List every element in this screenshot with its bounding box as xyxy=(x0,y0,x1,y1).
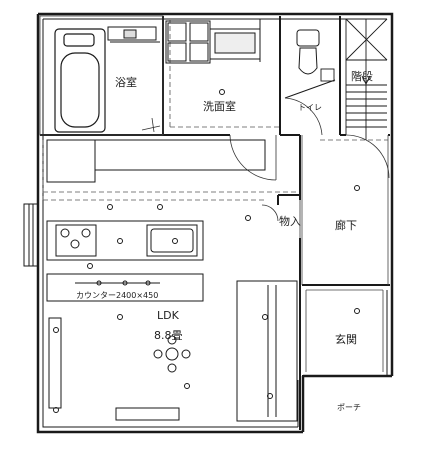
porch-label: ポーチ xyxy=(337,403,361,412)
left-window xyxy=(23,203,39,267)
doors xyxy=(141,97,390,238)
ceiling-lights xyxy=(53,89,360,413)
washroom-label: 洗面室 xyxy=(203,99,236,113)
stairs-label: 階段 xyxy=(351,69,373,83)
thin-lines xyxy=(39,15,389,372)
dashed-lines xyxy=(42,20,388,201)
ldk-label: LDK xyxy=(157,309,180,322)
ldk-size-label: 8.8畳 xyxy=(154,329,183,342)
sofa xyxy=(236,280,298,422)
bath-label: 浴室 xyxy=(115,75,137,89)
counter-label: カウンター2400×450 xyxy=(76,291,158,300)
counter-bar xyxy=(46,273,204,302)
stairs-drawing xyxy=(320,18,388,140)
kitchen-island xyxy=(46,220,204,261)
pendant-light xyxy=(153,335,191,373)
bathtub xyxy=(54,28,106,133)
storage-label: 物入 xyxy=(279,214,301,228)
toilet-label: トイレ xyxy=(298,103,322,112)
kitchen-back-counter xyxy=(46,139,266,183)
bath-counter xyxy=(107,26,160,43)
entrance-label: 玄関 xyxy=(335,332,357,346)
vanity xyxy=(209,19,261,62)
exterior-walls xyxy=(36,12,394,434)
toilet-fixture xyxy=(284,29,336,99)
washing-machine xyxy=(165,20,211,64)
hallway-label: 廊下 xyxy=(335,218,357,232)
